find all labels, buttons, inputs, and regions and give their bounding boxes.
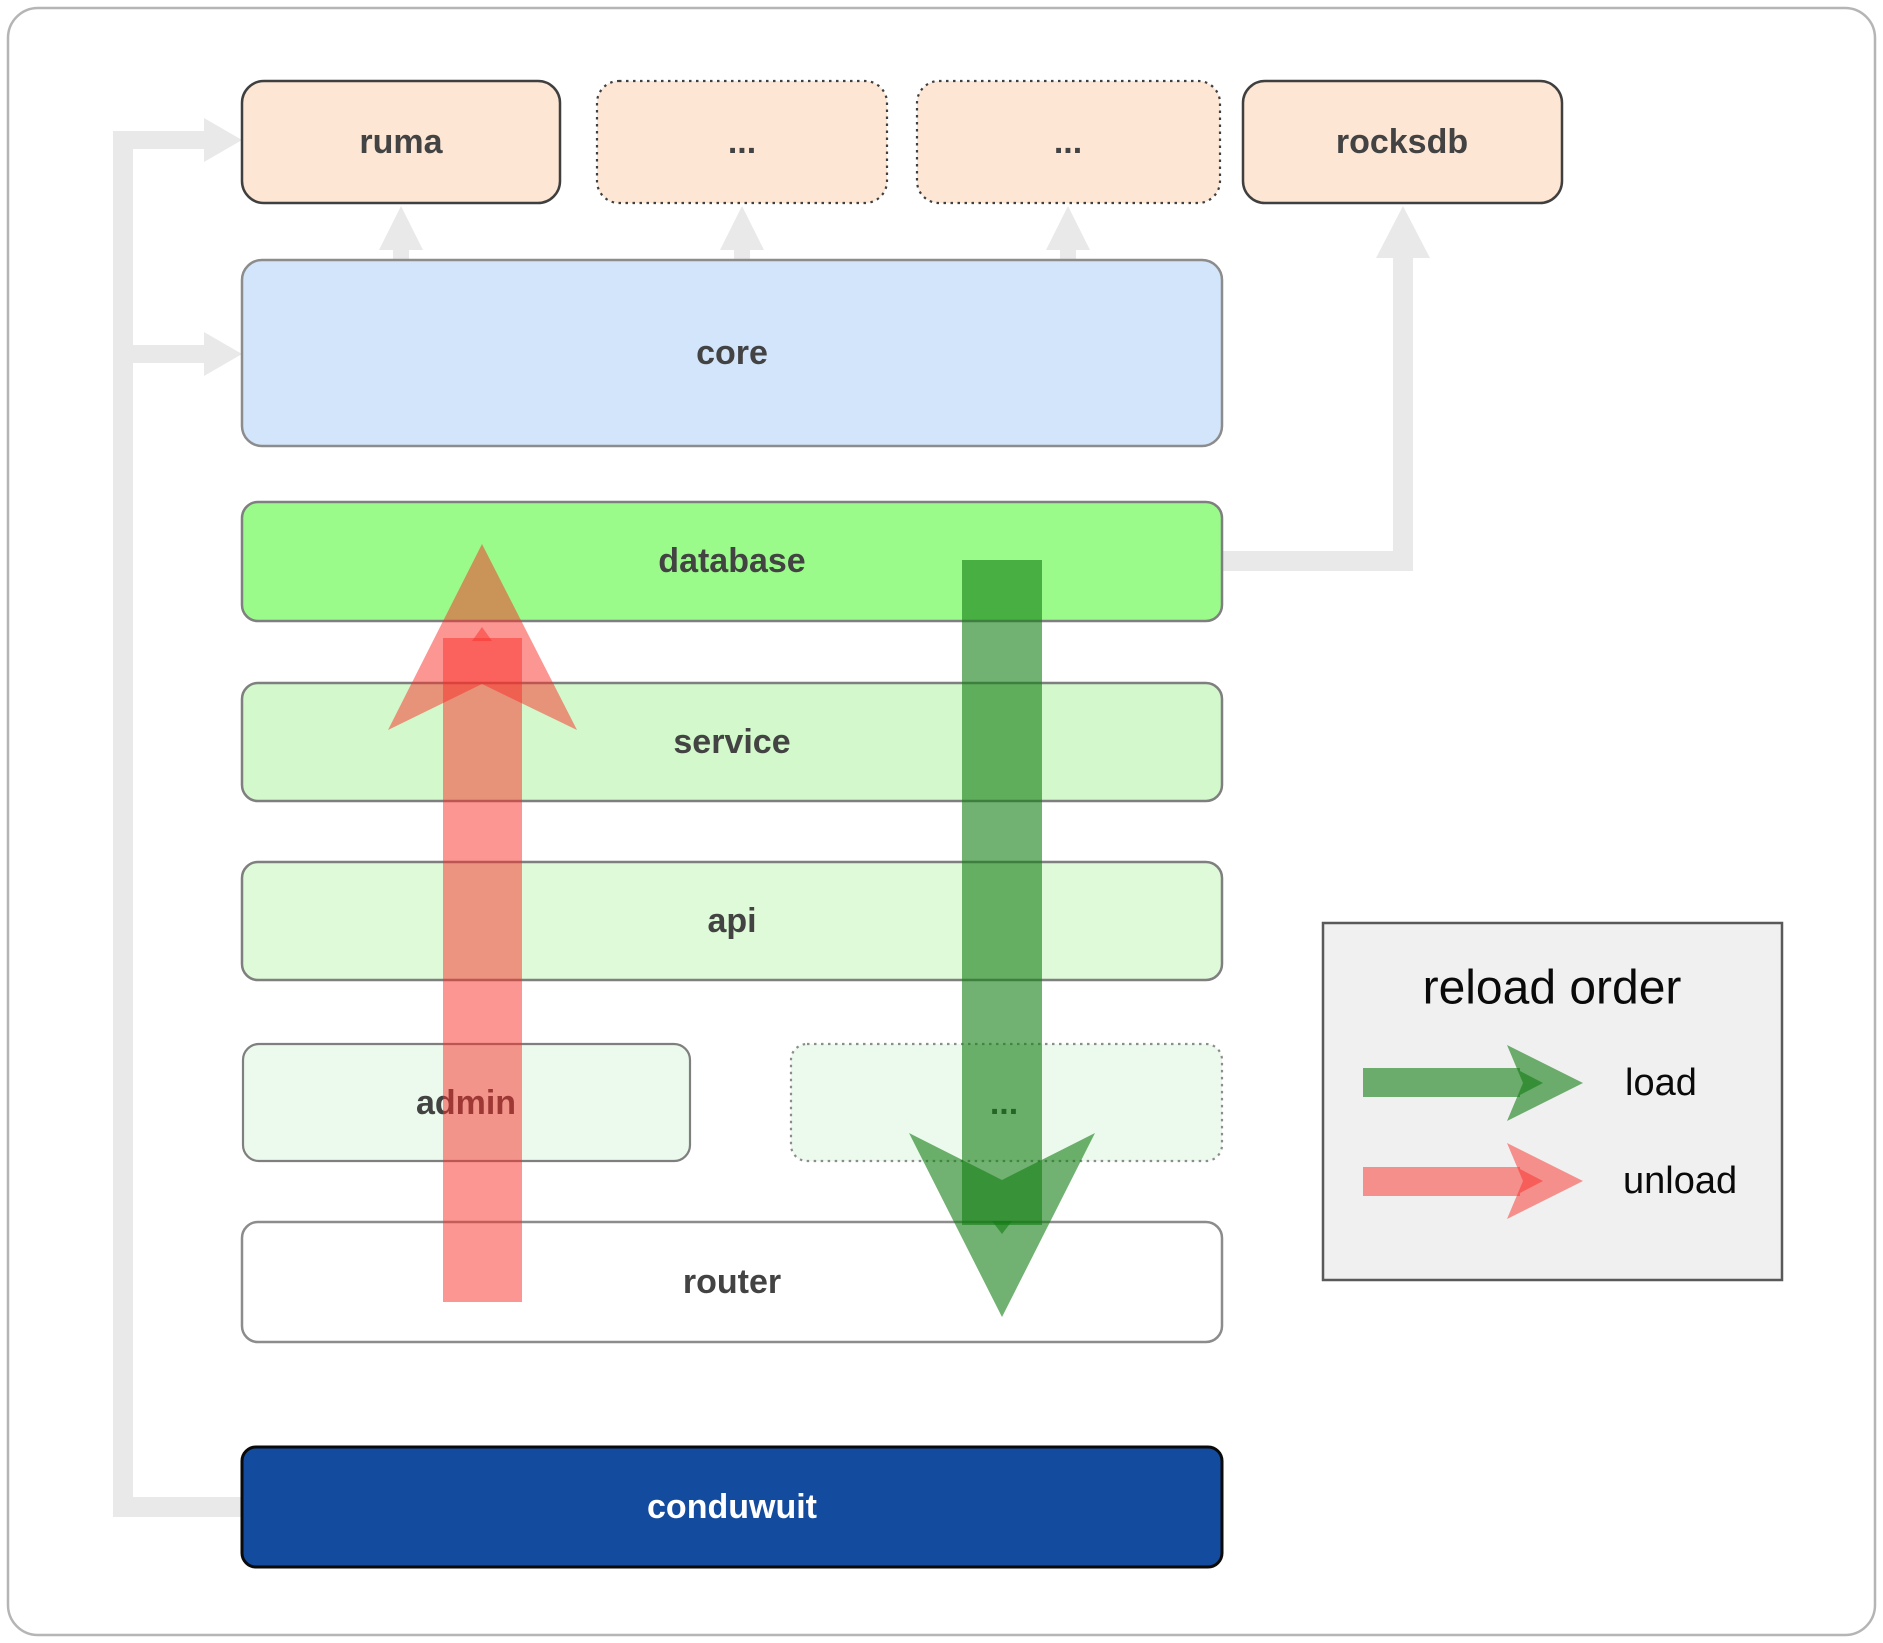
node-rocksdb-box bbox=[1241, 79, 1564, 205]
unload-arrow bbox=[388, 544, 577, 1302]
node-ruma-box bbox=[240, 79, 562, 205]
legend-unload-inner-tip-icon bbox=[1520, 1169, 1543, 1193]
legend-box bbox=[1321, 921, 1784, 1282]
node-conduwuit-box bbox=[240, 1445, 1224, 1569]
unload-arrow-shaft bbox=[443, 638, 522, 1302]
legend-unload-label: unload bbox=[1623, 1160, 1737, 1202]
node-ruma-label: ruma bbox=[359, 123, 443, 161]
node-ellipsis-top-left-label: ... bbox=[728, 123, 756, 161]
core-to-ellipsis1-arrowhead-icon bbox=[720, 206, 764, 250]
left-trunk-line bbox=[113, 131, 133, 1517]
database-to-rocksdb-hline bbox=[1222, 551, 1403, 571]
database-to-rocksdb-vline bbox=[1393, 258, 1413, 571]
gray-connectors bbox=[113, 118, 1430, 1517]
legend-title: reload order bbox=[1423, 962, 1682, 1015]
core-to-ellipsis2-arrowhead-icon bbox=[1046, 206, 1090, 250]
node-ellipsis-top-right-box bbox=[915, 79, 1222, 205]
load-arrow-shaft bbox=[962, 560, 1042, 1225]
core-to-ruma-arrowhead-icon bbox=[379, 206, 423, 250]
legend-unload-head-icon bbox=[1507, 1143, 1583, 1219]
node-api-label: api bbox=[707, 902, 756, 940]
legend-load-arrow-icon bbox=[1363, 1045, 1583, 1121]
arrowhead-to-ruma-icon bbox=[204, 118, 242, 162]
legend-unload-arrow-icon bbox=[1363, 1143, 1583, 1219]
diagram-frame bbox=[6, 6, 1877, 1637]
branch-to-core-line bbox=[133, 345, 204, 363]
node-ellipsis-top-left-box bbox=[595, 79, 889, 205]
node-core-box bbox=[240, 258, 1224, 448]
node-router-label: router bbox=[683, 1263, 781, 1301]
legend-unload-shaft bbox=[1363, 1167, 1520, 1196]
branch-to-ruma-line bbox=[133, 131, 204, 149]
database-to-rocksdb-arrowhead-icon bbox=[1376, 206, 1430, 258]
legend-load-head-icon bbox=[1507, 1045, 1583, 1121]
conduwuit-elbow-line bbox=[113, 1497, 243, 1517]
load-arrow bbox=[909, 560, 1095, 1317]
node-rocksdb-label: rocksdb bbox=[1336, 123, 1468, 161]
node-database-label: database bbox=[658, 542, 805, 580]
node-service-label: service bbox=[673, 723, 790, 761]
legend-load-shaft bbox=[1363, 1068, 1520, 1097]
node-ellipsis-top-right-label: ... bbox=[1054, 123, 1082, 161]
legend-load-label: load bbox=[1625, 1062, 1697, 1104]
legend-load-inner-tip-icon bbox=[1520, 1071, 1543, 1095]
load-arrow-inner-tip-icon bbox=[992, 1221, 1012, 1234]
legend: reload order load unload bbox=[1321, 921, 1784, 1282]
node-core-label: core bbox=[696, 334, 768, 372]
node-conduwuit-label: conduwuit bbox=[647, 1488, 817, 1526]
arrowhead-to-core-icon bbox=[204, 332, 242, 376]
unload-arrow-inner-tip-icon bbox=[472, 627, 492, 641]
